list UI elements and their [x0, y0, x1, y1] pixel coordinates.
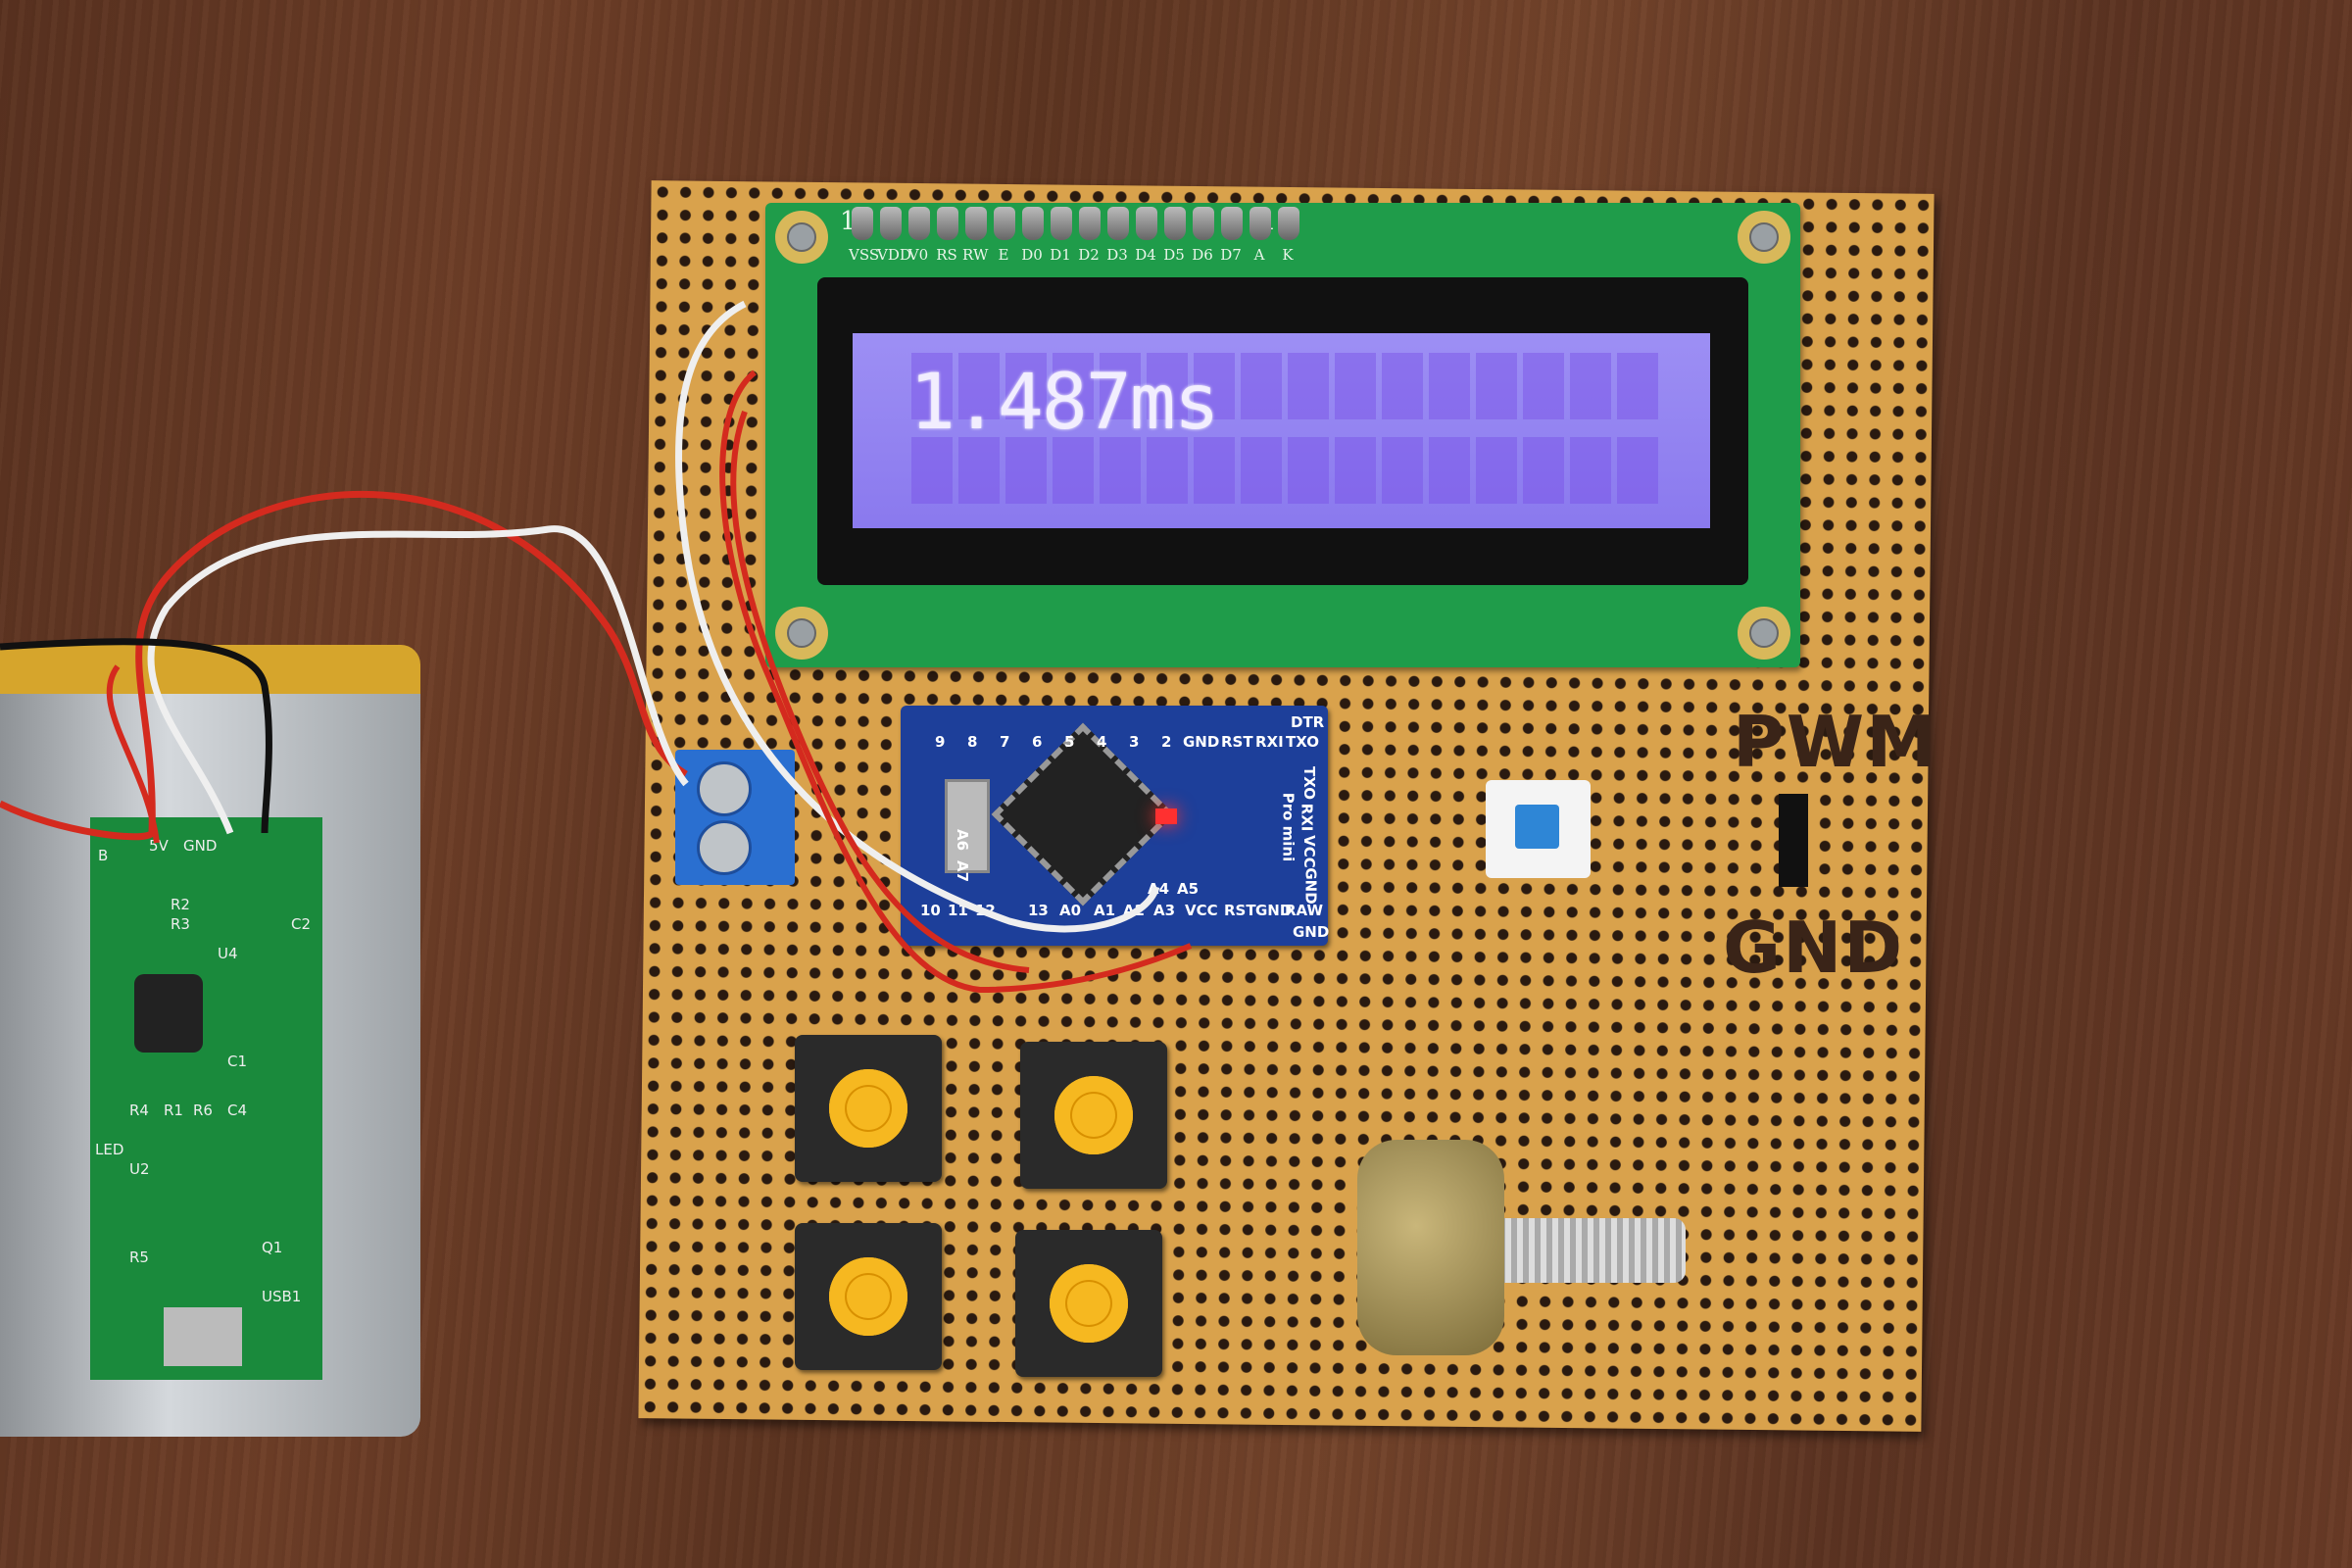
charger-label-r5: R5	[129, 1249, 149, 1266]
potentiometer-shaft[interactable]	[1499, 1218, 1686, 1283]
pin-label: 3	[1129, 733, 1140, 751]
lcd-screen: 1.487ms	[853, 333, 1710, 528]
pin-label: RXI	[1255, 733, 1284, 751]
pin-label: VCC	[1185, 902, 1218, 919]
pin-label: 7	[1000, 733, 1010, 751]
red-wire	[106, 664, 160, 844]
charger-label-r4: R4	[129, 1102, 149, 1119]
pin-label: RS	[936, 246, 957, 264]
pin-label: RST	[1221, 733, 1253, 751]
charger-label-gnd: GND	[183, 837, 218, 855]
gnd-marking: GND	[1723, 906, 1905, 989]
mount-hole	[1738, 211, 1790, 264]
tactile-button-4[interactable]	[1015, 1230, 1162, 1377]
red-wire	[730, 410, 1030, 973]
tactile-button-1[interactable]	[795, 1035, 942, 1182]
charger-board: B 5V GND R2 R3 U4 C2 C1 LED R4 R1 R6 C4 …	[90, 817, 322, 1380]
pin-label: 9	[935, 733, 946, 751]
pin-label: 5	[1064, 733, 1075, 751]
pin-label: RAW	[1285, 902, 1324, 919]
pin-label: D4	[1135, 246, 1156, 264]
lcd-row-1	[911, 353, 1658, 419]
pin-label: 4	[1097, 733, 1107, 751]
charger-label-r6: R6	[193, 1102, 213, 1119]
pin-label: D0	[1021, 246, 1043, 264]
lcd-pin-labels: VSS VDD V0 RS RW E D0 D1 D2 D3 D4 D5 D6 …	[849, 246, 1300, 264]
screw	[697, 761, 752, 816]
reset-button[interactable]	[945, 779, 990, 873]
pin-label: RST	[1224, 902, 1256, 919]
tactile-button-3[interactable]	[795, 1223, 942, 1370]
charger-label-led: LED	[95, 1141, 124, 1158]
pin-label: TXO	[1286, 733, 1320, 751]
black-wire	[0, 638, 272, 834]
pin-label: V0	[907, 246, 929, 264]
lcd-row-2	[911, 437, 1658, 504]
charger-label-usb1: USB1	[262, 1288, 302, 1305]
pin-label: A5	[1177, 880, 1200, 898]
pin-label: E	[998, 246, 1009, 264]
charger-label-c2: C2	[291, 915, 312, 933]
pin-label: VSS	[849, 246, 880, 264]
pin-label: D7	[1220, 246, 1242, 264]
white-wire	[675, 300, 1160, 933]
red-wire	[0, 490, 688, 841]
screw	[697, 820, 752, 875]
pwm-header-pins	[1779, 794, 1808, 887]
pin-label: A3	[1153, 902, 1176, 919]
red-wire	[719, 369, 1193, 994]
pin-label: A	[1253, 246, 1265, 264]
pin-label: GND	[1255, 902, 1293, 919]
screw-terminal	[675, 750, 795, 885]
push-switch[interactable]	[1486, 780, 1591, 878]
pin-label: A0	[1059, 902, 1082, 919]
charger-label-c4: C4	[227, 1102, 248, 1119]
pin-label: 10	[920, 902, 941, 919]
pin-label: 8	[967, 733, 978, 751]
pin-label: D5	[1163, 246, 1185, 264]
lcd-header-pins	[852, 207, 1299, 240]
pin-label: A1	[1094, 902, 1116, 919]
lcd-module: 1 16 VSS VDD V0 RS RW E D0 D1 D2 D3 D4 D…	[765, 203, 1800, 667]
tactile-button-2[interactable]	[1020, 1042, 1167, 1189]
pin-label: GND	[1293, 923, 1330, 941]
pin-label: DTR	[1291, 713, 1325, 731]
lcd-line-1: 1.487ms	[909, 359, 1220, 447]
charger-label-r3: R3	[171, 915, 190, 933]
pin-label: K	[1282, 246, 1294, 264]
lcd-bezel: 1.487ms	[817, 277, 1748, 585]
white-wire	[147, 525, 689, 835]
charger-label-u2: U2	[129, 1160, 150, 1178]
pin-label: GND	[1183, 733, 1220, 751]
pin-label: D1	[1050, 246, 1071, 264]
charger-label-c1: C1	[227, 1053, 248, 1070]
charger-label-q1: Q1	[262, 1239, 283, 1256]
micro-usb-port	[164, 1307, 242, 1366]
pin-label: D3	[1106, 246, 1128, 264]
mount-hole	[775, 211, 828, 264]
pin-label: 13	[1028, 902, 1049, 919]
inductor	[134, 974, 203, 1053]
charger-label-b: B	[98, 847, 109, 864]
pin-label: D6	[1192, 246, 1213, 264]
mount-hole	[1738, 607, 1790, 660]
pin-label: D2	[1078, 246, 1100, 264]
pin-label: 2	[1161, 733, 1172, 751]
pin-label: 6	[1032, 733, 1043, 751]
mount-hole	[775, 607, 828, 660]
charger-label-u4: U4	[218, 945, 238, 962]
charger-label-r2: R2	[171, 896, 190, 913]
charger-label-r1: R1	[164, 1102, 183, 1119]
pin-label: RW	[962, 246, 989, 264]
power-led	[1155, 808, 1177, 824]
potentiometer[interactable]	[1357, 1140, 1504, 1355]
pwm-marking: PWM	[1733, 701, 1938, 783]
